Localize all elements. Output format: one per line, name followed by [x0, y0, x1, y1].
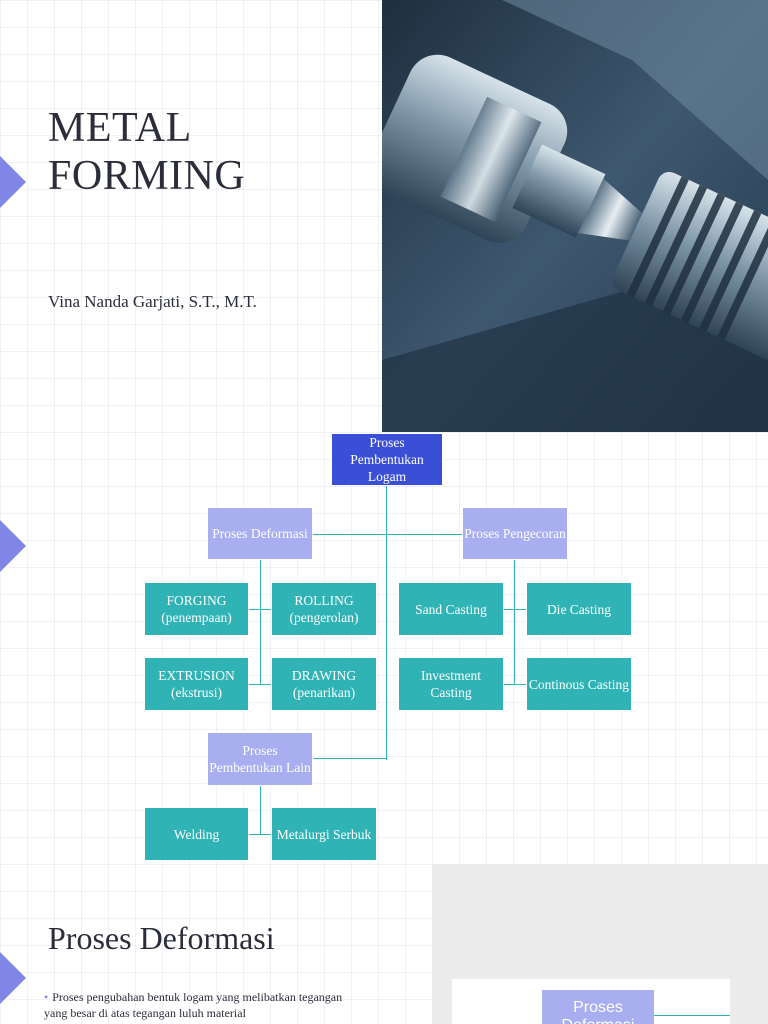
author-name: Vina Nanda Garjati, S.T., M.T.: [48, 292, 257, 311]
node-proses-deformasi-small: Proses Deformasi: [542, 990, 654, 1024]
connector-line: [260, 785, 261, 835]
node-sand-casting: Sand Casting: [398, 582, 504, 636]
title-line-2: FORMING: [48, 153, 246, 199]
bullet-item: •Proses pengubahan bentuk logam yang mel…: [44, 989, 344, 1021]
connector-line: [312, 534, 462, 535]
node-proses-deformasi: Proses Deformasi: [207, 507, 313, 560]
node-metalurgi-serbuk: Metalurgi Serbuk: [271, 807, 377, 861]
node-drawing: DRAWING (penarikan): [271, 657, 377, 711]
connector-line: [386, 485, 387, 760]
connector-line: [503, 609, 527, 610]
node-rolling: ROLLING (pengerolan): [271, 582, 377, 636]
node-welding: Welding: [144, 807, 249, 861]
lathe-machine-photo: [382, 0, 768, 432]
node-investment-casting: Investment Casting: [398, 657, 504, 711]
connector-line: [312, 758, 387, 759]
connector-line: [248, 609, 272, 610]
node-forging: FORGING (penempaan): [144, 582, 249, 636]
node-proses-pengecoran: Proses Pengecoran: [462, 507, 568, 560]
slide-title: METAL FORMING Vina Nanda Garjati, S.T., …: [0, 0, 768, 432]
node-die-casting: Die Casting: [526, 582, 632, 636]
arrow-marker-icon: [0, 952, 26, 1004]
slide-heading: Proses Deformasi: [48, 920, 275, 956]
node-extrusion: EXTRUSION (ekstrusi): [144, 657, 249, 711]
title-line-1: METAL: [48, 105, 192, 151]
node-proses-pembentukan-logam: Proses Pembentukan Logam: [331, 433, 443, 486]
bullet-icon: •: [44, 990, 49, 1004]
bullet-text: Proses pengubahan bentuk logam yang meli…: [44, 990, 343, 1020]
connector-line: [260, 560, 261, 685]
node-proses-pembentukan-lain: Proses Pembentukan Lain: [207, 732, 313, 786]
connector-line: [503, 684, 527, 685]
connector-line: [248, 834, 272, 835]
slide-title-text: METAL FORMING: [48, 104, 245, 200]
slide-proses-deformasi: Proses Deformasi •Proses pengubahan bent…: [0, 864, 768, 1024]
slide-process-chart: Proses Pembentukan Logam Proses Deformas…: [0, 432, 768, 864]
connector-line: [248, 684, 272, 685]
arrow-marker-icon: [0, 156, 26, 208]
node-continous-casting: Continous Casting: [526, 657, 632, 711]
arrow-marker-icon: [0, 520, 26, 572]
connector-line: [654, 1015, 730, 1016]
connector-line: [514, 560, 515, 685]
